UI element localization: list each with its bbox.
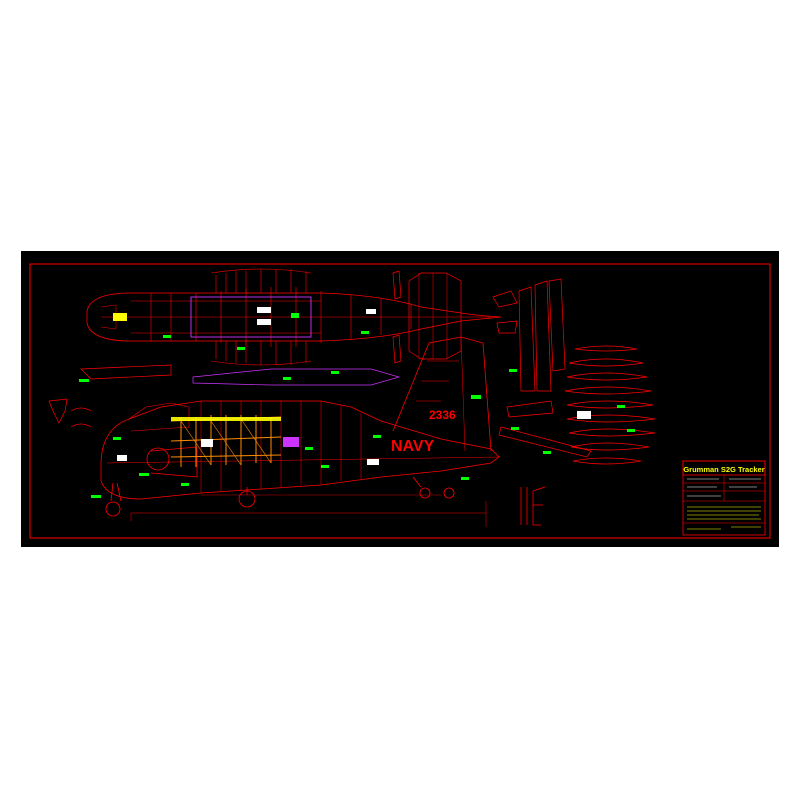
top-view-fittings xyxy=(113,307,376,325)
rib-tag xyxy=(577,411,591,419)
sheet-border xyxy=(29,263,771,539)
vertical-fin xyxy=(392,336,492,452)
blueprint-sheet: 2336 NAVY xyxy=(21,251,779,547)
loose-parts-left xyxy=(80,364,401,386)
title-block-title: Grumman S2G Tracker xyxy=(683,465,764,474)
bracket-parts xyxy=(520,486,546,526)
fuselage-top-view xyxy=(86,268,502,366)
sheet-background xyxy=(21,251,779,547)
tail-number: 2336 xyxy=(429,408,456,422)
title-block: Grumman S2G Tracker xyxy=(682,460,766,536)
fuselage-side-view xyxy=(100,400,500,527)
side-view-fittings xyxy=(117,417,379,465)
magenta-frame-top xyxy=(190,296,312,338)
blueprint-drawing: 2336 NAVY xyxy=(21,251,779,547)
tail-top-view xyxy=(392,270,462,364)
spinner-part xyxy=(48,398,92,428)
dimension-labels xyxy=(79,331,635,498)
wing-ribs xyxy=(564,345,656,465)
stabilizer-parts xyxy=(492,278,592,458)
fuselage-marking: NAVY xyxy=(391,438,435,455)
